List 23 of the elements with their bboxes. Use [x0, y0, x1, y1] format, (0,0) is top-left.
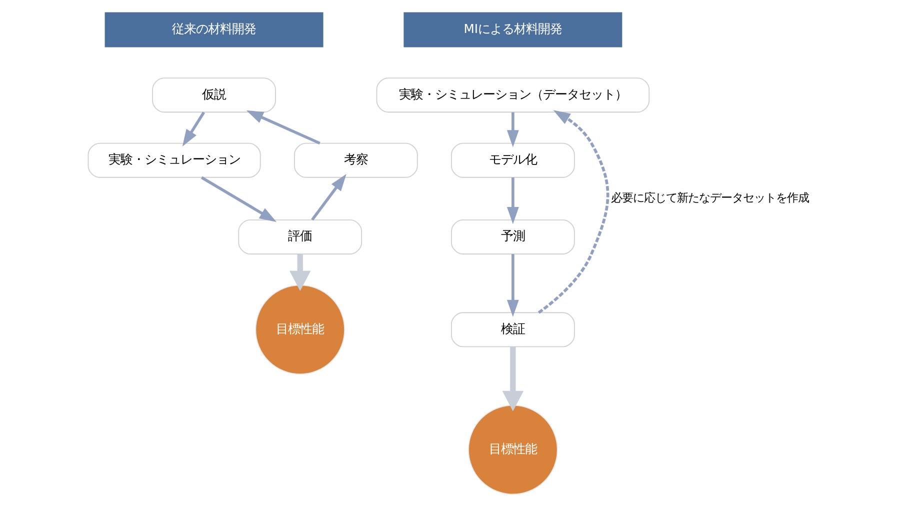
node-box: 評価	[238, 218, 362, 254]
edge-label: 必要に応じて新たなデータセットを作成	[610, 190, 809, 204]
node-box: 実験・シミュレーション（データセット）	[376, 77, 650, 112]
arrow	[506, 254, 518, 316]
node-box: 実験・シミュレーション	[87, 142, 260, 178]
node-circle: 目標性能	[254, 284, 345, 374]
arrow	[246, 110, 320, 144]
arrow	[502, 346, 524, 411]
arrow	[537, 110, 609, 314]
node-box: 検証	[450, 312, 574, 347]
node-box: 考察	[293, 142, 418, 178]
node-box: 仮説	[152, 77, 276, 112]
node-circle: 目標性能	[468, 404, 558, 494]
arrow	[506, 112, 518, 147]
node-box: MIによる材料開発	[403, 12, 622, 47]
arrow	[288, 254, 310, 291]
arrow	[506, 177, 518, 224]
node-box: モデル化	[450, 142, 574, 178]
node-box: 予測	[450, 218, 574, 254]
node-box: 従来の材料開発	[104, 12, 323, 47]
arrow	[200, 176, 276, 222]
arrow	[182, 111, 204, 146]
arrow	[310, 174, 346, 220]
